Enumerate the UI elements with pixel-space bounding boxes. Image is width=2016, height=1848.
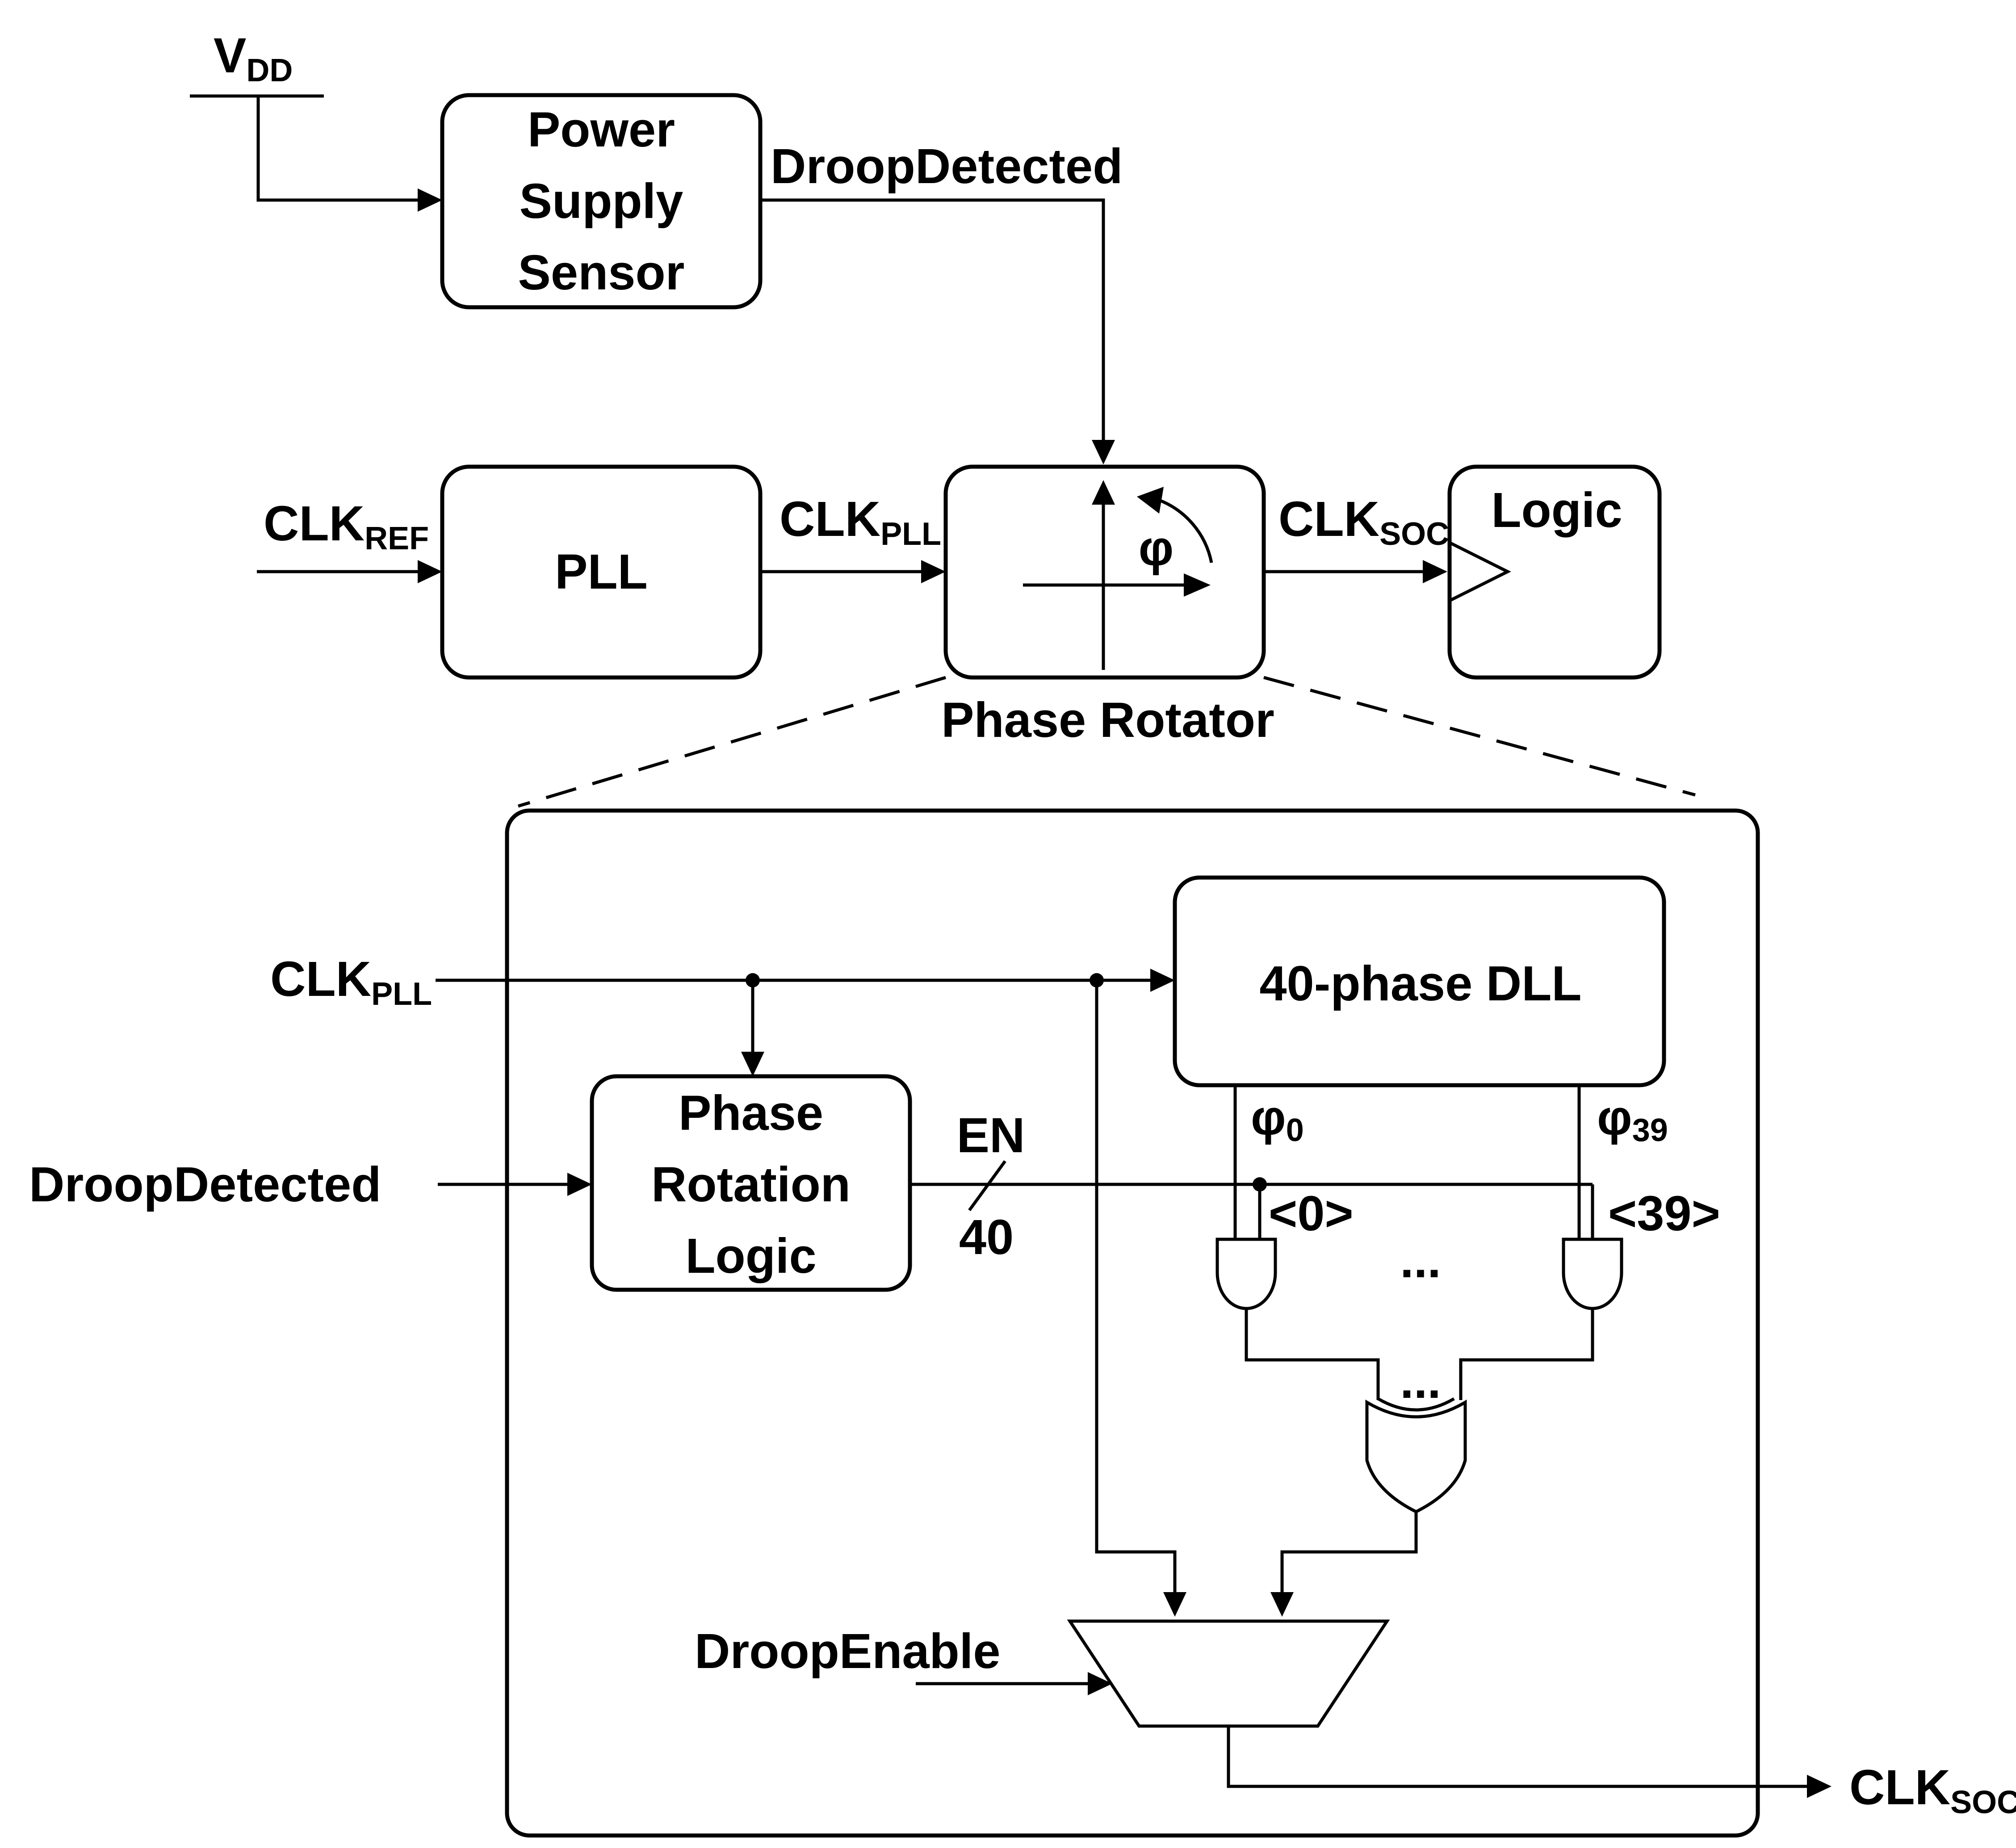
en-bus: EN 40 [910, 1108, 1593, 1265]
output-mux [1067, 1619, 1390, 1728]
detail-clk-soc-label: CLKSOC [1849, 1760, 2016, 1820]
logic-label: Logic [1491, 483, 1622, 538]
dll-block: 40-phase DLL [1173, 875, 1666, 1087]
clk-soc-output-wire [1227, 1726, 1807, 1788]
pll-label: PLL [555, 544, 648, 599]
vdd-wire [256, 96, 422, 202]
phi39-label: φ39 [1597, 1090, 1668, 1148]
detail-droop-detected-input: DroopDetected [29, 1157, 592, 1212]
power-supply-sensor-block: Power Supply Sensor [440, 93, 763, 309]
clk-pll-label: CLKPLL [780, 492, 941, 552]
clk-pll-bypass-wire [1095, 980, 1177, 1592]
sensor-label-line-1: Power [528, 102, 675, 157]
phase-39-path: φ39 <39> [1459, 1085, 1720, 1400]
detail-clk-pll-arrowhead [1150, 969, 1175, 992]
sensor-label-line-3: Sensor [518, 245, 685, 300]
vdd-supply: VDD [190, 28, 442, 212]
clk-pll-bypass-arrowhead [1163, 1592, 1186, 1617]
or-gate-block: ... [1270, 1354, 1467, 1617]
phase-rotator-caption: Phase Rotator [941, 693, 1274, 748]
rotation-logic-line-1: Phase [679, 1086, 823, 1141]
pll-block: PLL [440, 464, 763, 680]
and-gate-0 [1215, 1238, 1277, 1310]
vdd-label: VDD [214, 28, 293, 88]
droop-enable-arrowhead [1088, 1672, 1112, 1695]
droop-detected-arrowhead [1092, 440, 1115, 464]
rotator-y-arrowhead [1092, 480, 1115, 505]
clk-ref-label: CLKREF [264, 496, 429, 556]
en-bus-width-slash [968, 1160, 1006, 1212]
or-inputs-ellipsis: ... [1400, 1354, 1441, 1409]
vdd-arrowhead [418, 188, 442, 212]
and-gate-39-output-wire [1459, 1309, 1594, 1400]
bus-width-label: 40 [959, 1210, 1014, 1265]
rotation-logic-line-2: Rotation [651, 1157, 851, 1212]
and-gate-0-output-wire [1245, 1309, 1380, 1400]
logic-block: Logic [1447, 464, 1662, 680]
rotation-arc-arrowhead [1137, 487, 1164, 514]
droop-detected-signal: DroopDetected [760, 139, 1123, 464]
droop-detected-label: DroopDetected [771, 139, 1123, 194]
or-gate-output-wire [1280, 1512, 1418, 1592]
and-gate-39 [1562, 1238, 1623, 1310]
rotator-x-arrowhead [1184, 573, 1211, 597]
logic-box [1447, 464, 1662, 680]
dll-label: 40-phase DLL [1259, 956, 1581, 1011]
or-gate-back-curve [1377, 1397, 1455, 1412]
detail-droop-detected-arrowhead [567, 1173, 592, 1196]
detail-clk-pll-label: CLKPLL [270, 952, 432, 1012]
rotation-arc [1156, 498, 1213, 563]
mux-block: DroopEnable [695, 1619, 1390, 1728]
zoom-dashed-line-left [517, 676, 947, 808]
sensor-label-line-2: Supply [520, 174, 683, 229]
dll-box [1173, 875, 1666, 1087]
clk-pll-signal: CLKPLL [760, 492, 946, 583]
clk-ref-input: CLKREF [257, 496, 442, 583]
detail-droop-detected-label: DroopDetected [29, 1157, 381, 1212]
clock-input-triangle [1449, 541, 1511, 602]
droop-detected-wire [760, 198, 1105, 440]
clk-soc-top-signal: CLKSOC [1264, 492, 1449, 583]
detail-clk-soc-output: CLKSOC [1227, 1726, 2016, 1820]
clk-ref-arrowhead [418, 560, 442, 583]
en39-index-label: <39> [1608, 1186, 1720, 1241]
or-gate [1365, 1399, 1467, 1514]
phase-rotator-block: φ Phase Rotator [941, 464, 1274, 748]
clk-pll-to-rotation-logic-arrowhead [741, 1052, 764, 1076]
and-gates-ellipsis: ... [1400, 1233, 1441, 1288]
clk-pll-arrowhead [921, 560, 946, 583]
or-gate-output-arrowhead [1270, 1592, 1294, 1617]
phase-rotation-logic-block: Phase Rotation Logic [590, 1074, 912, 1292]
clk-soc-top-label: CLKSOC [1278, 492, 1449, 552]
clk-soc-output-arrowhead [1807, 1775, 1832, 1798]
zoom-dashed-line-right [1263, 676, 1696, 797]
droop-enable-label: DroopEnable [695, 1624, 1001, 1679]
en-label: EN [957, 1108, 1025, 1163]
phi-symbol: φ [1139, 521, 1174, 576]
phi0-label: φ0 [1251, 1090, 1304, 1148]
detail-clk-pll-input: CLKPLL [270, 952, 1186, 1617]
clk-soc-top-arrowhead [1423, 560, 1447, 583]
en0-index-label: <0> [1269, 1186, 1354, 1241]
rotation-logic-line-3: Logic [685, 1229, 816, 1284]
phase-0-path: φ0 <0> [1215, 1085, 1380, 1400]
